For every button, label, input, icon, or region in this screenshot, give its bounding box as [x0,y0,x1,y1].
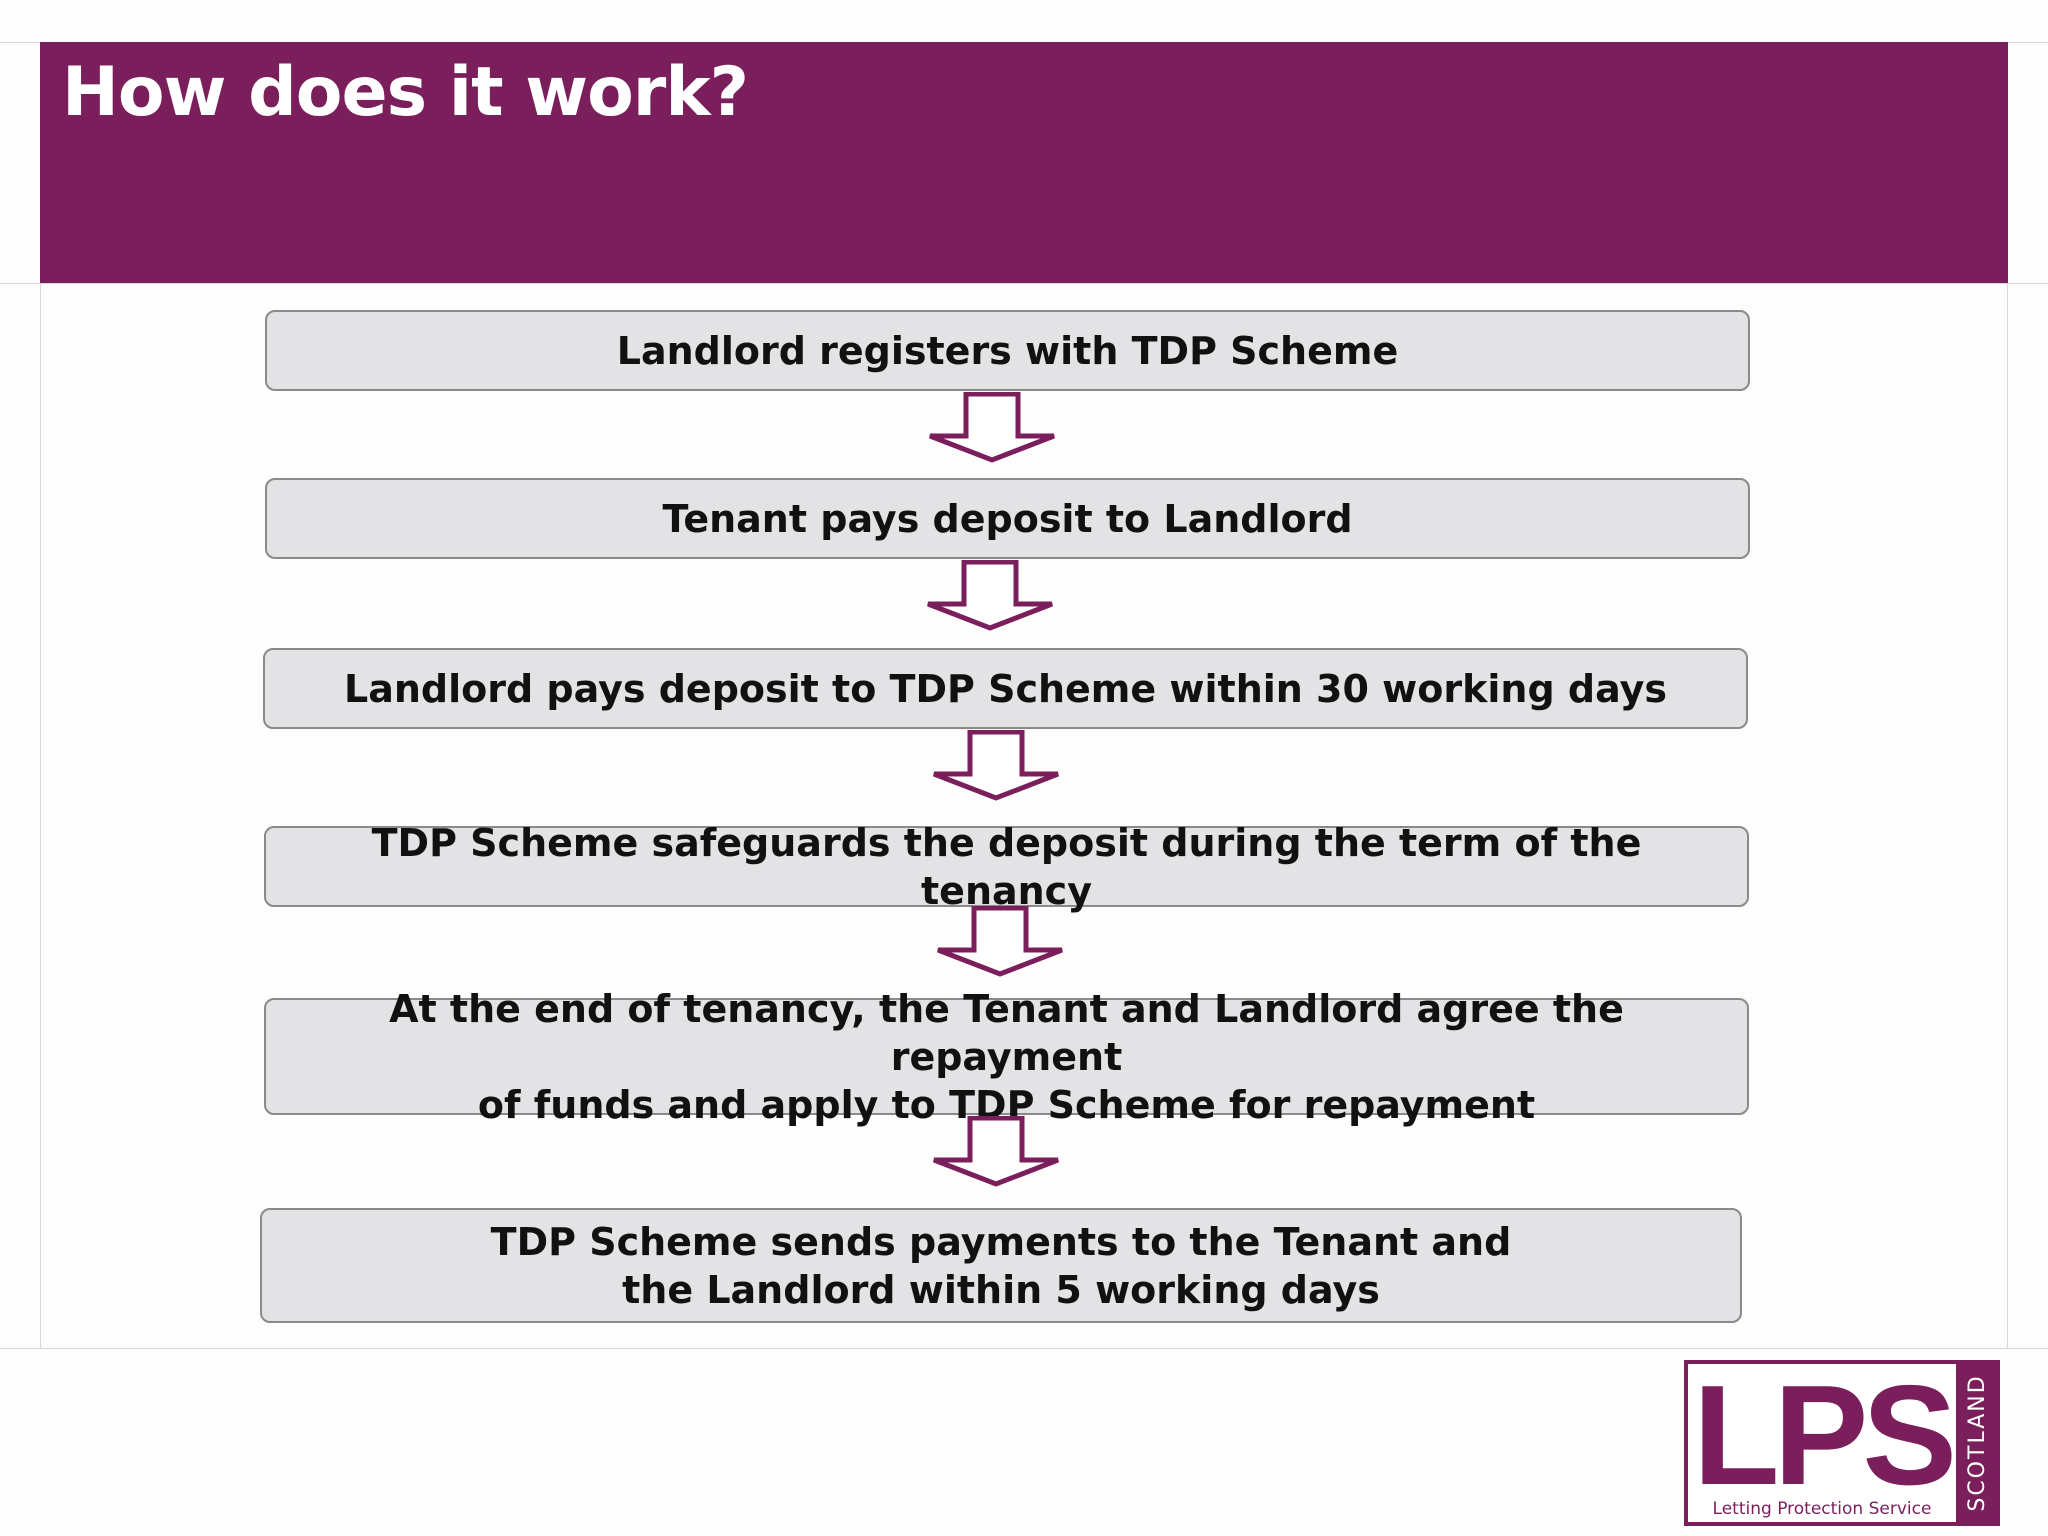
flow-step-1-label: Landlord registers with TDP Scheme [616,328,1399,373]
page-title: How does it work? [62,53,749,132]
flow-step-3: Landlord pays deposit to TDP Scheme with… [263,648,1748,729]
flow-step-4: TDP Scheme safeguards the deposit during… [264,821,1749,913]
title-banner: How does it work? [40,42,2008,283]
logo-region: SCOTLAND [1965,1374,1990,1511]
flow-step-4-label: TDP Scheme safeguards the deposit during… [371,820,1642,913]
flow-step-6-label: TDP Scheme sends payments to the Tenant … [490,1219,1512,1312]
logo-mark: LPS [1693,1360,1952,1515]
guide-line-right [2007,283,2008,1348]
lps-scotland-logo: LPS Letting Protection Service SCOTLAND [1684,1360,2000,1526]
down-arrow-icon [927,560,1053,631]
flow-step-1: Landlord registers with TDP Scheme [265,310,1750,391]
flow-step-6: TDP Scheme sends payments to the Tenant … [260,1208,1742,1323]
logo-subtitle: Letting Protection Service [1713,1499,1932,1519]
down-arrow-icon [933,1116,1059,1187]
flow-step-5-label: At the end of tenancy, the Tenant and La… [389,986,1624,1127]
down-arrow-icon [933,730,1059,801]
down-arrow-icon [929,392,1055,463]
flow-step-2-label: Tenant pays deposit to Landlord [662,496,1353,541]
flow-step-2: Tenant pays deposit to Landlord [265,478,1750,559]
flow-step-3-label: Landlord pays deposit to TDP Scheme with… [344,666,1667,711]
guide-line-left [40,283,41,1348]
flow-step-5: At the end of tenancy, the Tenant and La… [264,987,1749,1127]
guide-line-header-bottom [0,283,2048,284]
down-arrow-icon [937,906,1063,977]
guide-line-content-bottom [0,1348,2048,1349]
